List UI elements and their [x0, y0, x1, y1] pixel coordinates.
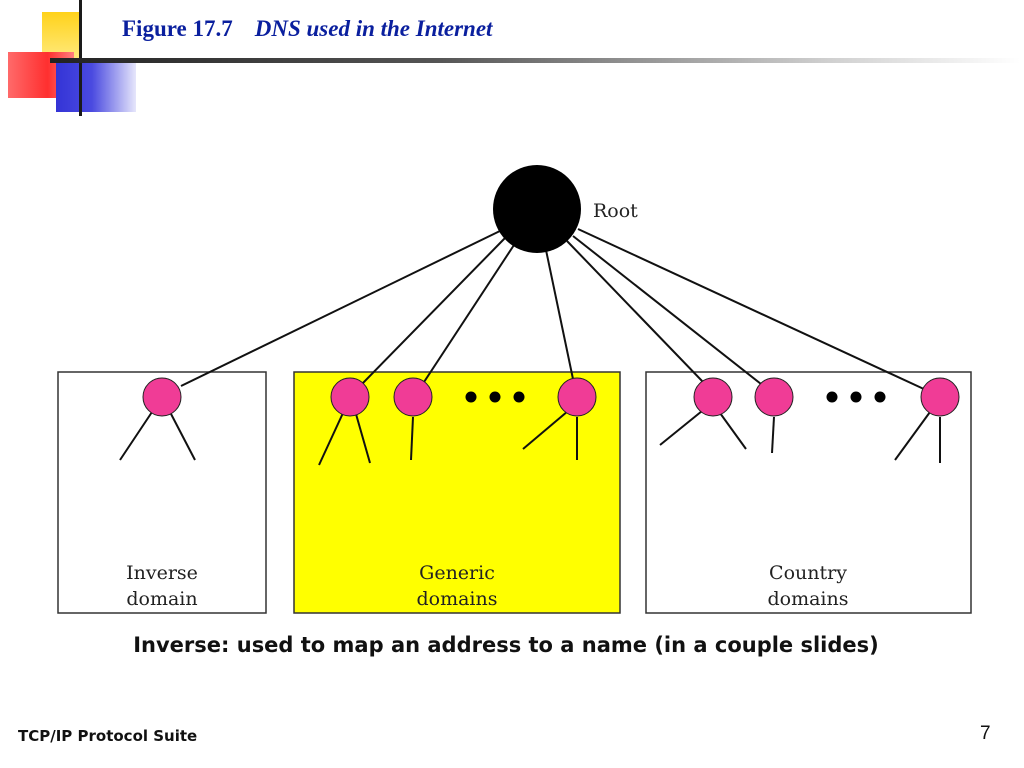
edge-root-inverse	[180, 229, 503, 387]
footer-course-title: TCP/IP Protocol Suite	[18, 727, 198, 745]
slide-caption: Inverse: used to map an address to a nam…	[133, 633, 879, 657]
inverse-node	[142, 377, 182, 417]
ellipsis-dot	[826, 391, 838, 403]
branch-line	[355, 413, 371, 464]
page-number: 7	[980, 723, 991, 744]
branch-line	[771, 416, 775, 454]
ellipsis-dot	[874, 391, 886, 403]
country-node-3	[920, 377, 960, 417]
ellipsis-dots	[465, 391, 886, 403]
edge-root-country-1	[566, 240, 704, 383]
decor-yellow-block	[42, 12, 80, 58]
inverse-label-line1: Inverse	[126, 562, 198, 584]
branch-line	[522, 410, 569, 450]
branch-line	[410, 416, 414, 461]
branch-line	[719, 412, 747, 450]
branch-line	[169, 411, 196, 461]
figure-title: DNS used in the Internet	[254, 16, 493, 41]
edge-root-generic-2	[423, 244, 515, 383]
root-label: Root	[593, 200, 638, 222]
slide-title: Figure 17.7 DNS used in the Internet	[122, 16, 492, 42]
generic-node-3	[557, 377, 597, 417]
root-edges	[180, 228, 927, 391]
country-label-line1: Country	[769, 562, 847, 584]
generic-node-1	[330, 377, 370, 417]
branch-lines	[119, 410, 941, 466]
root-node	[493, 165, 581, 253]
decor-blue-block	[56, 62, 136, 112]
branch-line	[659, 410, 703, 446]
ellipsis-dot	[850, 391, 862, 403]
child-nodes	[142, 377, 960, 417]
branch-line	[119, 411, 153, 461]
ellipsis-dot	[465, 391, 477, 403]
country-node-2	[754, 377, 794, 417]
edge-root-country-2	[572, 235, 762, 385]
inverse-label-line2: domain	[126, 588, 197, 610]
edge-root-generic-1	[361, 237, 506, 385]
generic-node-2	[393, 377, 433, 417]
branch-line	[894, 411, 931, 461]
country-node-1	[693, 377, 733, 417]
generic-label-line1: Generic	[419, 562, 495, 584]
country-label-line2: domains	[767, 588, 848, 610]
edge-root-generic-3	[545, 249, 574, 380]
generic-label-line2: domains	[416, 588, 497, 610]
figure-number: Figure 17.7	[122, 16, 233, 41]
ellipsis-dot	[513, 391, 525, 403]
ellipsis-dot	[489, 391, 501, 403]
branch-line	[318, 412, 344, 466]
edge-root-country-3	[577, 228, 927, 391]
title-underline	[50, 58, 1020, 63]
